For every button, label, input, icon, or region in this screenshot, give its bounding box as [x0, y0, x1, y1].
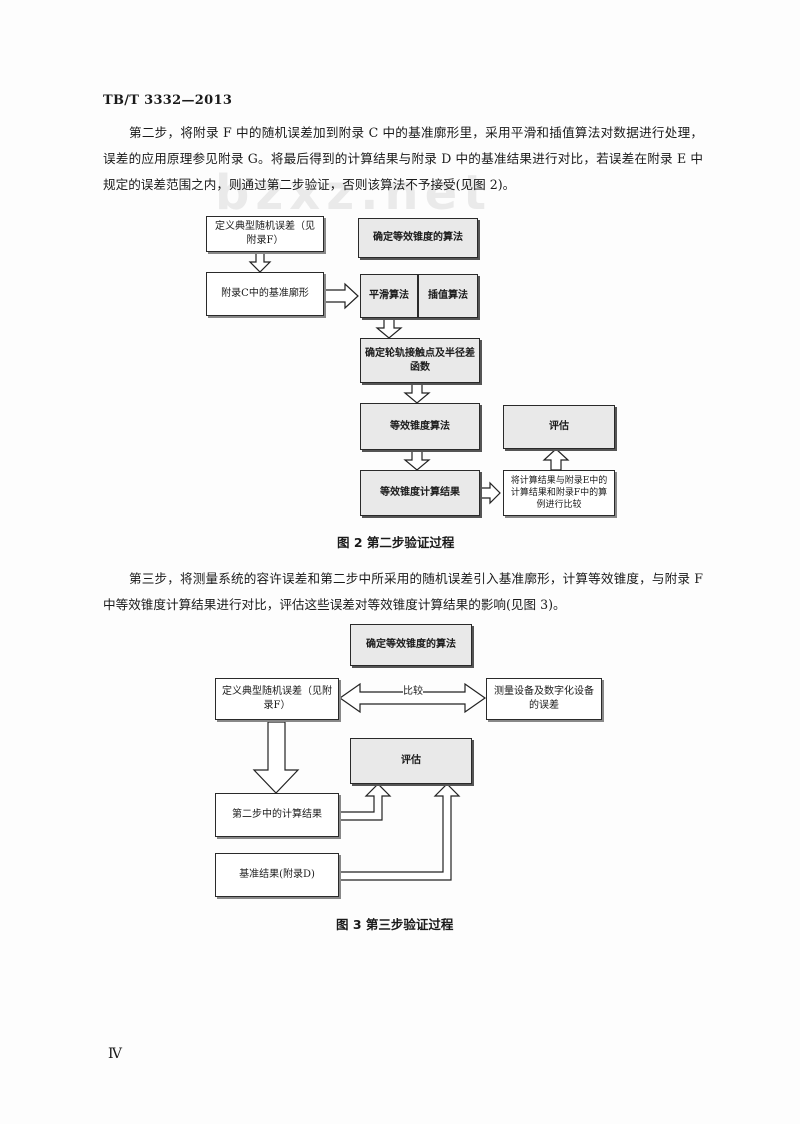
fig3-step2-result-box: 第二步中的计算结果 [215, 793, 339, 837]
paragraph-step3: 第三步，将测量系统的容许误差和第二步中所采用的随机误差引入基准廓形，计算等效锥度… [103, 566, 703, 618]
paragraph-step2-text: 第二步，将附录 F 中的随机误差加到附录 C 中的基准廓形里，采用平滑和插值算法… [103, 125, 703, 192]
fig2-determine-algorithm-box: 确定等效锥度的算法 [358, 218, 478, 258]
fig3-baseline-result-box: 基准结果(附录D) [215, 853, 339, 897]
fig2-baseline-profile-box: 附录C中的基准廓形 [206, 272, 324, 316]
fig3-determine-algorithm-box: 确定等效锥度的算法 [350, 624, 472, 666]
figure-2-caption: 图 2 第二步验证过程 [337, 535, 455, 550]
paragraph-step2: 第二步，将附录 F 中的随机误差加到附录 C 中的基准廓形里，采用平滑和插值算法… [103, 120, 703, 198]
page-number: Ⅳ [108, 1046, 122, 1062]
paragraph-step3-text: 第三步，将测量系统的容许误差和第二步中所采用的随机误差引入基准廓形，计算等效锥度… [103, 571, 703, 612]
fig2-smoothing-box: 平滑算法 [360, 274, 418, 318]
fig3-define-error-box: 定义典型随机误差（见附录F） [215, 678, 339, 720]
fig3-compare-label: 比较 [403, 682, 423, 697]
fig2-define-error-box: 定义典型随机误差（见附录F） [206, 216, 324, 252]
fig3-measurement-error-box: 测量设备及数字化设备的误差 [486, 678, 602, 720]
fig2-contact-point-box: 确定轮轨接触点及半径差函数 [360, 338, 480, 383]
fig2-evaluate-box: 评估 [503, 405, 615, 449]
fig2-conicity-result-box: 等效锥度计算结果 [360, 470, 480, 516]
standard-code-header: TB/T 3332—2013 [103, 93, 233, 108]
figure-3-caption: 图 3 第三步验证过程 [336, 917, 454, 932]
fig3-evaluate-box: 评估 [350, 738, 472, 784]
fig2-conicity-algorithm-box: 等效锥度算法 [360, 403, 480, 450]
fig2-compare-box: 将计算结果与附录E中的计算结果和附录F中的算例进行比较 [503, 470, 615, 516]
fig2-interpolation-box: 插值算法 [418, 274, 478, 318]
watermark: bzxz.net [215, 165, 493, 221]
